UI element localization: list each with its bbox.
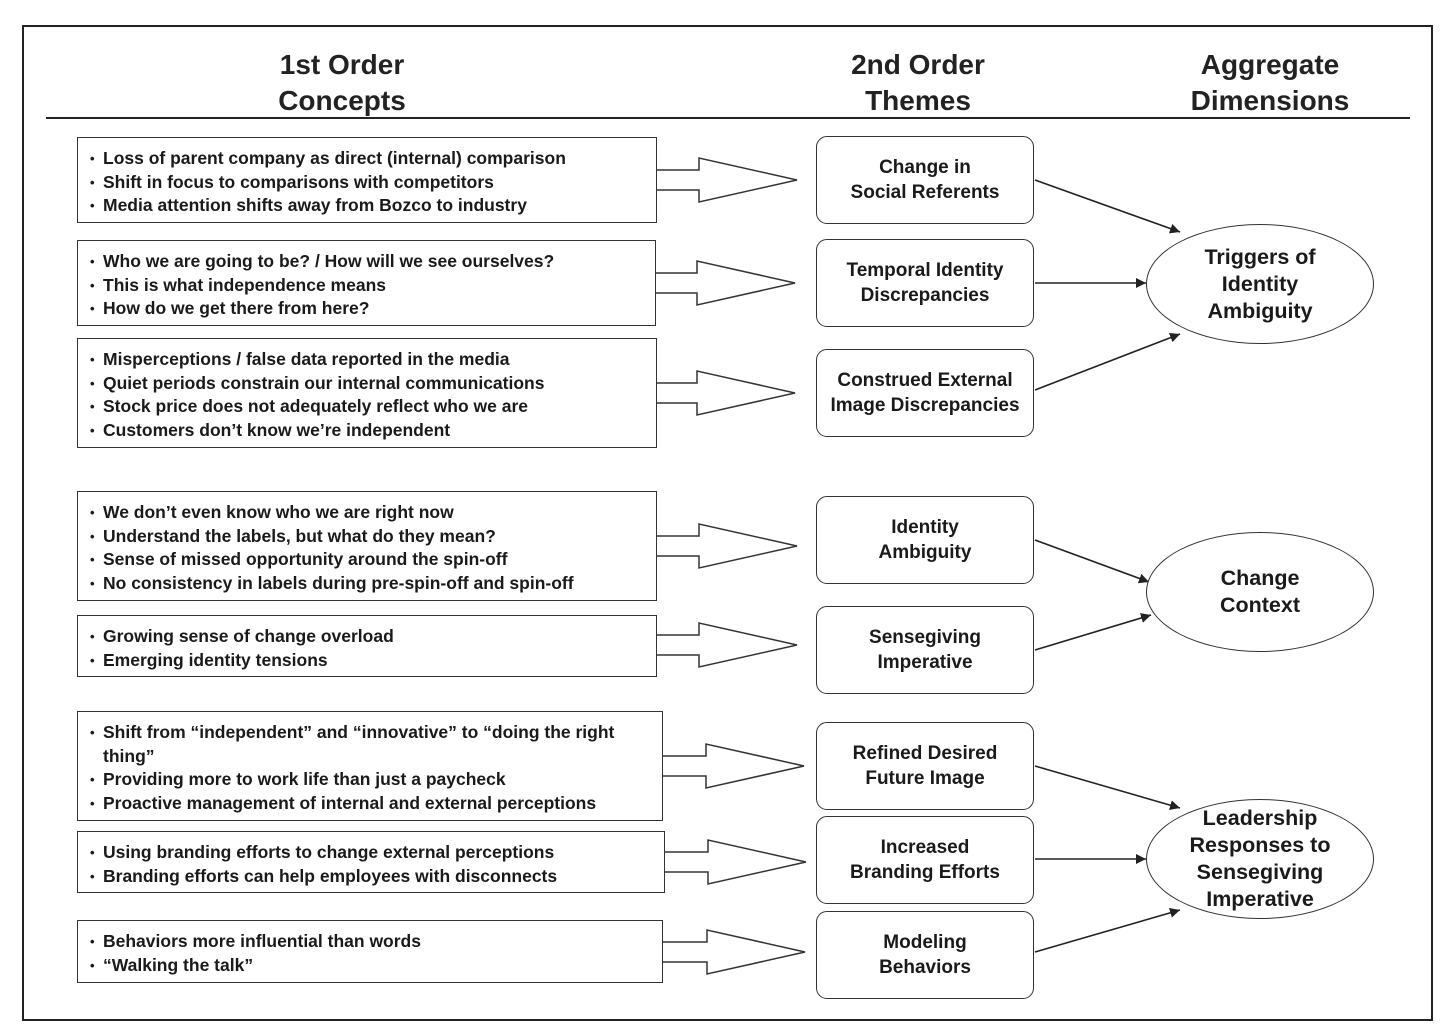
- theme-line: Temporal Identity: [846, 260, 1004, 281]
- concept-item: Who we are going to be? / How will we se…: [90, 250, 647, 274]
- concept-item: Shift in focus to comparisons with compe…: [90, 171, 648, 195]
- link-arrow: [1034, 179, 1181, 234]
- header-line: 1st Order: [279, 49, 405, 80]
- block-arrow: [662, 743, 805, 789]
- concept-item: “Walking the talk”: [90, 954, 654, 978]
- dimension-change-context: Change Context: [1146, 532, 1374, 652]
- header-first-order-concepts: 1st Order Concepts: [222, 47, 462, 119]
- concept-item: Growing sense of change overload: [90, 625, 648, 649]
- concept-box-2: Who we are going to be? / How will we se…: [77, 240, 656, 326]
- theme-line: Sensegiving: [869, 627, 981, 648]
- block-arrow: [656, 523, 798, 569]
- theme-line: Modeling: [883, 932, 967, 953]
- concept-item: This is what independence means: [90, 274, 647, 298]
- block-arrow: [655, 260, 796, 306]
- link-arrow: [1034, 765, 1181, 811]
- theme-line: Future Image: [865, 768, 985, 789]
- dimension-line: Context: [1219, 593, 1301, 617]
- theme-sensegiving-imperative: Sensegiving Imperative: [816, 606, 1034, 694]
- theme-line: Branding Efforts: [850, 862, 1000, 883]
- concept-item: Media attention shifts away from Bozco t…: [90, 194, 648, 218]
- concept-item: Emerging identity tensions: [90, 649, 648, 673]
- concept-box-1: Loss of parent company as direct (intern…: [77, 137, 657, 223]
- concept-item: No consistency in labels during pre-spin…: [90, 572, 648, 596]
- concept-item: Loss of parent company as direct (intern…: [90, 147, 648, 171]
- theme-line: Image Discrepancies: [830, 395, 1020, 416]
- dimension-line: Triggers of: [1204, 244, 1316, 269]
- concept-item: Stock price does not adequately reflect …: [90, 395, 648, 419]
- header-divider: [46, 117, 1410, 119]
- concept-box-3: Misperceptions / false data reported in …: [77, 338, 657, 448]
- theme-line: Behaviors: [879, 957, 971, 978]
- theme-line: Identity: [891, 517, 959, 538]
- theme-construed-external-image-discrepancies: Construed External Image Discrepancies: [816, 349, 1034, 437]
- header-line: Dimensions: [1190, 85, 1350, 116]
- header-line: Concepts: [278, 85, 406, 116]
- concept-item: Providing more to work life than just a …: [90, 768, 654, 792]
- theme-identity-ambiguity: Identity Ambiguity: [816, 496, 1034, 584]
- dimension-leadership-responses: Leadership Responses to Sensegiving Impe…: [1146, 799, 1374, 919]
- concept-item: Sense of missed opportunity around the s…: [90, 548, 648, 572]
- concept-item: Proactive management of internal and ext…: [90, 792, 654, 816]
- theme-line: Imperative: [877, 652, 973, 673]
- concept-item: Using branding efforts to change externa…: [90, 841, 656, 865]
- dimension-line: Responses to: [1189, 833, 1331, 857]
- theme-line: Refined Desired: [852, 743, 998, 764]
- dimension-line: Sensegiving: [1196, 860, 1324, 884]
- theme-increased-branding-efforts: Increased Branding Efforts: [816, 816, 1034, 904]
- block-arrow: [664, 839, 807, 885]
- theme-line: Construed External: [837, 370, 1013, 391]
- dimension-triggers-of-identity-ambiguity: Triggers of Identity Ambiguity: [1146, 224, 1374, 344]
- dimension-line: Imperative: [1206, 887, 1314, 911]
- concept-box-8: Behaviors more influential than words “W…: [77, 920, 663, 983]
- header-line: 2nd Order: [851, 49, 985, 80]
- concept-item: Understand the labels, but what do they …: [90, 525, 648, 549]
- concept-item: Customers don’t know we’re independent: [90, 419, 648, 443]
- block-arrow: [662, 929, 806, 975]
- block-arrow: [656, 622, 798, 668]
- block-arrow: [656, 157, 798, 203]
- concept-item: Behaviors more influential than words: [90, 930, 654, 954]
- dimension-line: Change: [1220, 566, 1300, 590]
- link-arrow: [1034, 539, 1150, 584]
- theme-refined-desired-future-image: Refined Desired Future Image: [816, 722, 1034, 810]
- diagram-frame: [22, 25, 1433, 1021]
- concept-box-5: Growing sense of change overload Emergin…: [77, 615, 657, 677]
- header-aggregate-dimensions: Aggregate Dimensions: [1150, 47, 1390, 119]
- concept-item: How do we get there from here?: [90, 297, 647, 321]
- theme-line: Ambiguity: [878, 542, 972, 563]
- dimension-line: Ambiguity: [1207, 298, 1313, 323]
- theme-line: Social Referents: [850, 182, 1000, 203]
- concept-box-6: Shift from “independent” and “innovative…: [77, 711, 663, 821]
- concept-item: Quiet periods constrain our internal com…: [90, 372, 648, 396]
- link-arrow: [1034, 332, 1181, 391]
- concept-item: We don’t even know who we are right now: [90, 501, 648, 525]
- theme-line: Change in: [879, 157, 971, 178]
- dimension-line: Identity: [1221, 271, 1299, 296]
- theme-change-in-social-referents: Change in Social Referents: [816, 136, 1034, 224]
- concept-item: Shift from “independent” and “innovative…: [90, 721, 623, 768]
- link-arrow: [1034, 613, 1152, 651]
- dimension-line: Leadership: [1202, 806, 1318, 830]
- link-arrow: [1034, 907, 1181, 953]
- theme-line: Increased: [880, 837, 970, 858]
- concept-item: Misperceptions / false data reported in …: [90, 348, 648, 372]
- concept-box-7: Using branding efforts to change externa…: [77, 831, 665, 893]
- concept-box-4: We don’t even know who we are right now …: [77, 491, 657, 601]
- block-arrow: [656, 370, 796, 416]
- header-line: Aggregate: [1200, 49, 1340, 80]
- concept-item: Branding efforts can help employees with…: [90, 865, 656, 889]
- header-line: Themes: [865, 85, 971, 116]
- header-second-order-themes: 2nd Order Themes: [798, 47, 1038, 119]
- theme-line: Discrepancies: [860, 285, 990, 306]
- theme-temporal-identity-discrepancies: Temporal Identity Discrepancies: [816, 239, 1034, 327]
- theme-modeling-behaviors: Modeling Behaviors: [816, 911, 1034, 999]
